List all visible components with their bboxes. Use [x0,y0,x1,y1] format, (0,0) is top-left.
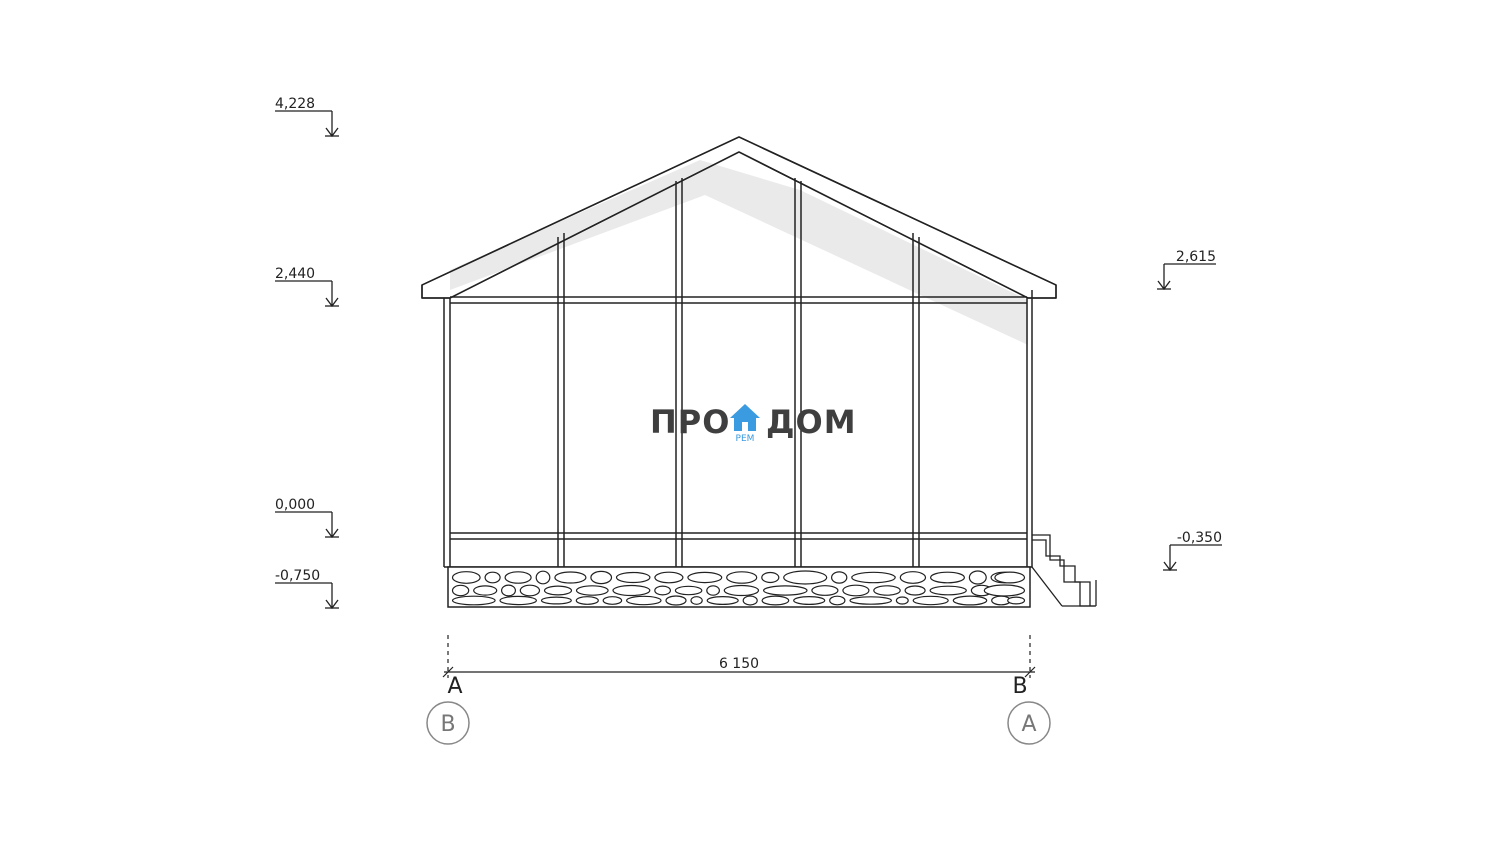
axis-circle-letter-left: В [440,712,455,737]
logo-sub-text: РЕМ [736,434,755,444]
elevation-mark-eave-left: 2,440 [275,266,339,308]
axis-circle-letter-right: А [1021,712,1036,737]
elevation-mark-foundation: -0,750 [275,568,339,610]
axis-marker-right: А [1007,701,1051,745]
elevation-value: 2,440 [275,266,315,282]
elevation-marks: 4,228 2,440 2,615 0,000 -0,350 -0,750 [275,96,1222,610]
logo-text-right: ДОМ [766,403,857,441]
logo-watermark: ПРО РЕМ ДОМ [650,403,857,444]
axis-letter-left: А [447,674,462,699]
elevation-mark-entry: -0,350 [1163,530,1222,572]
dimension-line [442,635,1036,678]
elevation-mark-eave-right: 2,615 [1157,249,1216,291]
axis-marker-left: В [426,701,470,745]
elevation-value: 0,000 [275,497,315,513]
axis-letter-right: В [1012,674,1027,699]
elevation-value: 2,615 [1176,249,1216,265]
elevation-value: -0,750 [275,568,320,584]
house-icon [730,404,760,431]
elevation-value: -0,350 [1177,530,1222,546]
entrance-steps [1031,534,1097,607]
elevation-mark-top: 4,228 [275,96,339,138]
stone-plinth [447,566,1031,608]
elevation-mark-floor: 0,000 [275,497,339,539]
elevation-value: 4,228 [275,96,315,112]
roof [421,136,1057,299]
dimension-value: 6 150 [719,656,759,672]
logo-text-left: ПРО [650,403,730,441]
